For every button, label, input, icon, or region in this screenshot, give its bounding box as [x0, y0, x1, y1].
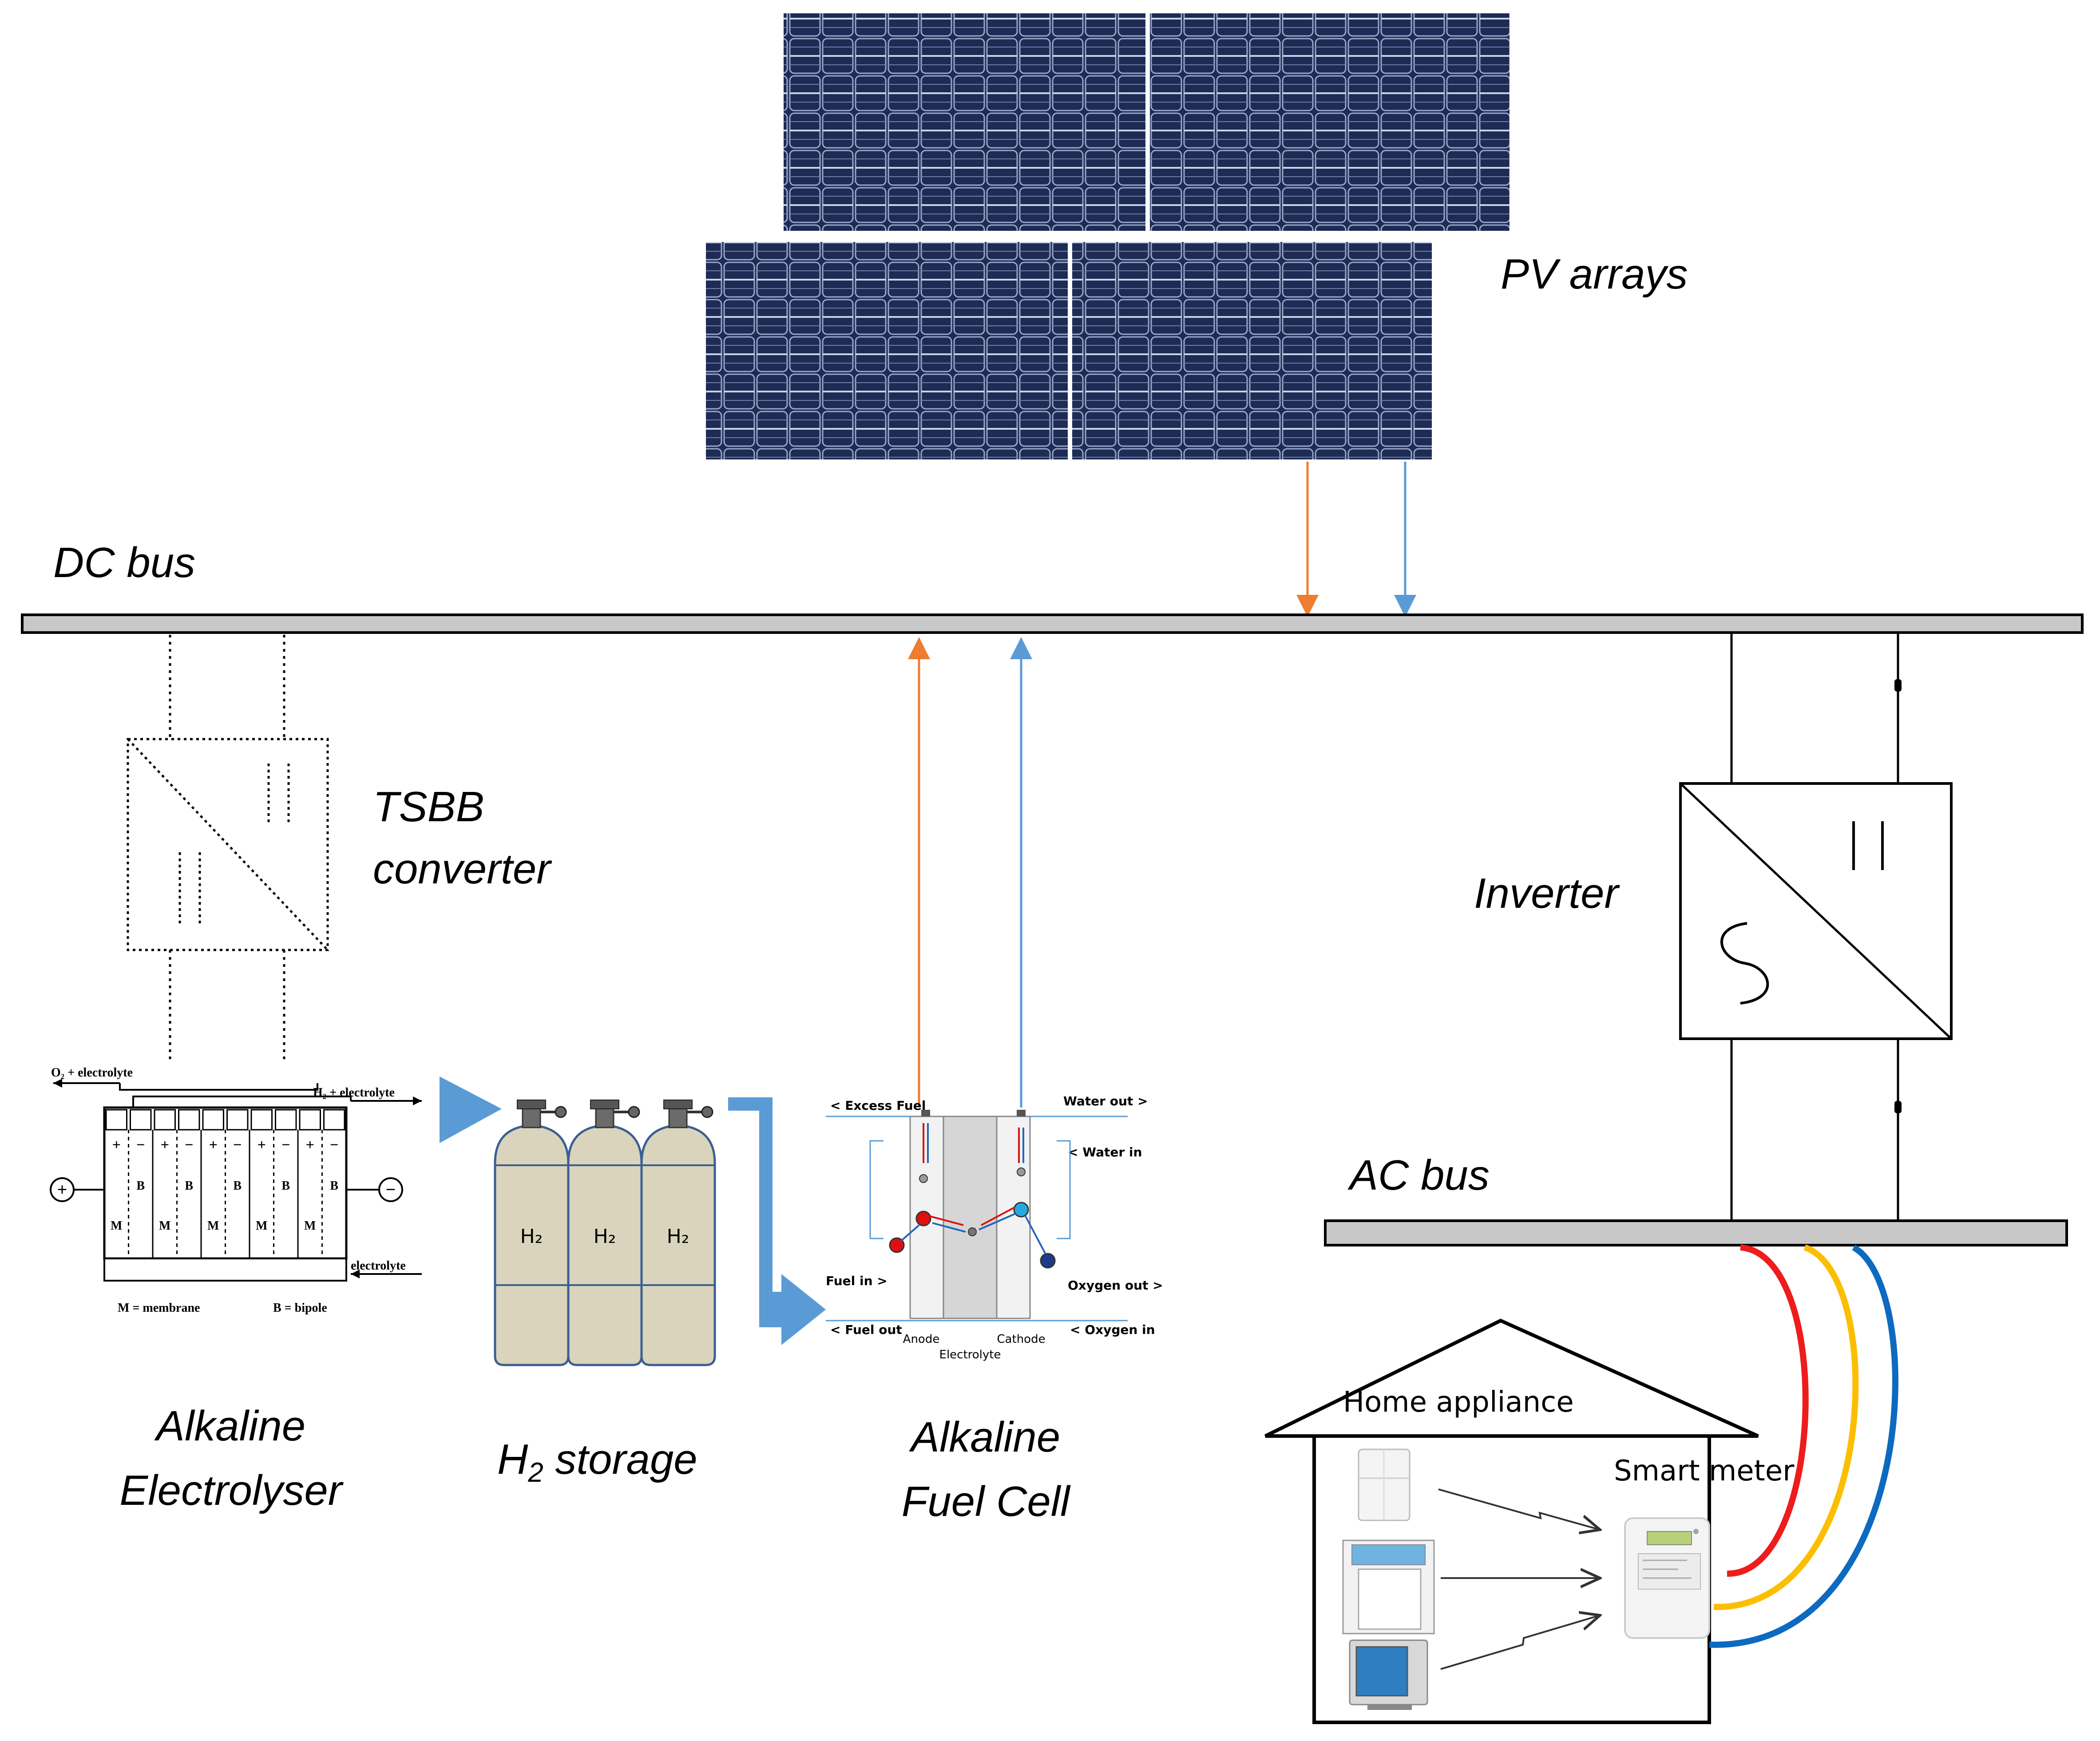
pv-panel-top-right [1150, 13, 1510, 231]
home-appliance-label: Home appliance [1343, 1386, 1574, 1419]
electrolyte-label: Electrolyte [939, 1348, 1001, 1361]
fuel-cell-diagram: < Excess Fuel Water out > < Water in Fue… [826, 1094, 1163, 1361]
oxygen-in-label: < Oxygen in [1070, 1322, 1155, 1337]
refrigerator-flow-arrow [1438, 1488, 1598, 1529]
washing-machine-icon [1342, 1539, 1435, 1634]
inverter [1679, 633, 1953, 1221]
fuel-in-label: Fuel in > [826, 1274, 888, 1288]
phase-wire-yellow [1713, 1244, 1859, 1610]
h2-electrolyte-label: H₂ + electrolyte [313, 1086, 395, 1100]
ac-bus-label: AC bus [1347, 1151, 1490, 1199]
smart-meter-label: Smart meter [1614, 1455, 1795, 1488]
phase-wire-blue [1709, 1244, 1898, 1648]
bipole-label: B [281, 1179, 290, 1193]
refrigerator-icon [1358, 1448, 1411, 1521]
cell-polarity: + [209, 1137, 218, 1153]
flow-arrow-to-storage [440, 1076, 502, 1143]
oxygen-out-label: Oxygen out > [1068, 1278, 1163, 1293]
dc-bus-label: DC bus [53, 539, 195, 586]
cell-polarity: − [136, 1137, 145, 1153]
electrolyser-diagram: O₂ + electrolyte H₂ + electrolyte + M − B + M… [50, 1066, 422, 1315]
h2-tank-label: H₂ [520, 1225, 543, 1248]
tsbb-label-line1: TSBB [373, 783, 484, 831]
water-out-label: Water out > [1063, 1094, 1148, 1108]
cell-polarity: − [281, 1137, 290, 1153]
dc-bus [21, 613, 2084, 634]
fuel-cell-label-line2: Fuel Cell [902, 1478, 1071, 1525]
h2-tank-label: H₂ [594, 1225, 616, 1248]
electrolyser-label-line2: Electrolyser [119, 1467, 344, 1514]
cell-polarity: + [112, 1137, 121, 1153]
water-in-label: < Water in [1068, 1145, 1142, 1159]
pv-panel-bottom-left [706, 242, 1068, 459]
legend-membrane: M = membrane [118, 1301, 200, 1315]
h2-tank-icon: H₂ [494, 1100, 570, 1366]
h2-tank-icon: H₂ [567, 1100, 643, 1366]
membrane-label: M [159, 1219, 170, 1233]
svg-text:−: − [386, 1179, 396, 1199]
membrane-label: M [111, 1219, 122, 1233]
pv-panel-bottom-right [1072, 242, 1432, 459]
h2-tank-label: H₂ [667, 1225, 689, 1248]
h2-storage-tanks: H₂ H₂ H₂ [494, 1100, 716, 1366]
bipole-label: B [136, 1179, 145, 1193]
inverter-label: Inverter [1474, 870, 1620, 917]
tsbb-label-line2: converter [373, 845, 552, 893]
pv-arrays-label: PV arrays [1501, 250, 1688, 298]
cell-polarity: + [306, 1137, 314, 1153]
excess-fuel-label: < Excess Fuel [830, 1098, 926, 1113]
cell-polarity: + [161, 1137, 169, 1153]
electrolyte-in-label: electrolyte [351, 1259, 406, 1273]
legend-bipole: B = bipole [273, 1301, 327, 1315]
anode-label: Anode [903, 1333, 940, 1346]
membrane-label: M [207, 1219, 219, 1233]
bipole-label: B [233, 1179, 242, 1193]
tv-flow-arrow [1440, 1616, 1598, 1670]
cell-polarity: − [330, 1137, 338, 1153]
cell-polarity: + [258, 1137, 266, 1153]
h2-storage-label: H2 storage [497, 1436, 697, 1488]
smart-meter-icon [1624, 1517, 1710, 1639]
membrane-label: M [256, 1219, 267, 1233]
phase-wire-red [1727, 1244, 1809, 1577]
o2-electrolyte-label: O₂ + electrolyte [51, 1066, 133, 1080]
fuel-cell-label-line1: Alkaline [909, 1413, 1060, 1461]
tsbb-converter [127, 635, 329, 1061]
h2-tank-icon: H₂ [640, 1100, 716, 1366]
electrolyser-label-line1: Alkaline [154, 1402, 305, 1450]
cell-polarity: − [185, 1137, 193, 1153]
bipole-label: B [330, 1179, 338, 1193]
ac-bus [1324, 1219, 2068, 1246]
cathode-label: Cathode [997, 1333, 1045, 1346]
television-icon [1349, 1639, 1428, 1710]
svg-text:+: + [57, 1179, 67, 1199]
bipole-label: B [185, 1179, 193, 1193]
pv-panel-top-left [784, 13, 1145, 231]
flow-arrow-to-fuel-cell [728, 1097, 826, 1345]
pv-arrays [706, 13, 1510, 459]
cell-polarity: − [233, 1137, 242, 1153]
fuel-out-label: < Fuel out [830, 1322, 902, 1337]
membrane-label: M [304, 1219, 316, 1233]
